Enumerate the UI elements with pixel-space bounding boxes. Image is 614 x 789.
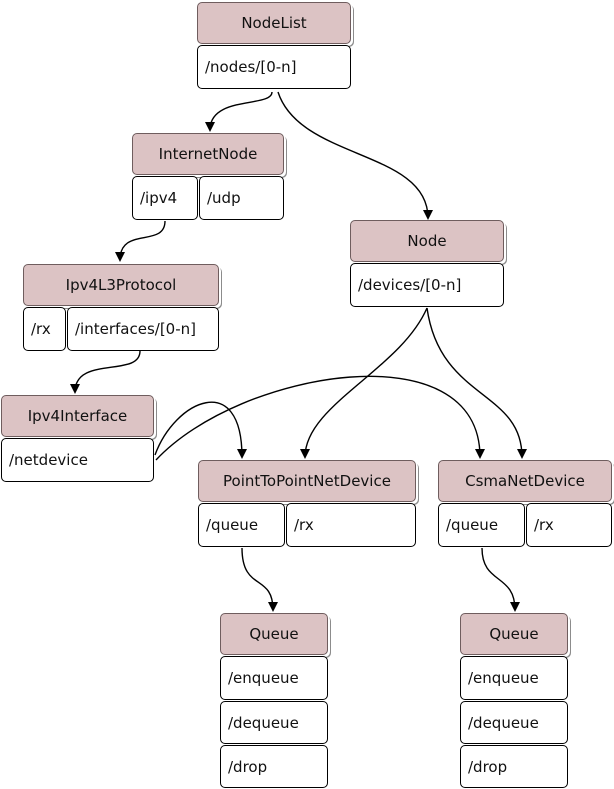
queue-right-enqueue-attr: /enqueue [460,656,568,700]
edge-devices-to-csma [426,307,527,459]
edge-ipv4-to-ipv4l3protocol [115,220,166,262]
csma-rx-attr: /rx [526,503,612,547]
queue-left-enqueue-attr: /enqueue [220,656,328,700]
nodelist-nodes-attr: /nodes/[0-n] [197,45,351,89]
queue-right-header: Queue [460,613,568,655]
edge-p2p-queue-to-queue [241,547,278,612]
queue-left-dequeue-attr: /dequeue [220,701,328,744]
internetnode-ipv4-attr: /ipv4 [132,176,198,220]
queue-right-dequeue-attr: /dequeue [460,701,568,744]
queue-left-drop-attr: /drop [220,745,328,788]
edge-csma-queue-to-queue [481,547,520,612]
edge-nodes-to-internetnode [205,91,273,132]
ipv4interface-header: Ipv4Interface [1,395,154,437]
nodelist-header: NodeList [197,2,351,44]
csma-queue-attr: /queue [438,503,525,547]
internetnode-header: InternetNode [132,133,284,175]
ipv4l3protocol-header: Ipv4L3Protocol [23,264,219,306]
node-header: Node [350,220,504,262]
edge-devices-to-p2p [300,307,428,459]
p2p-rx-attr: /rx [286,503,416,547]
ipv4l3protocol-interfaces-attr: /interfaces/[0-n] [67,307,219,351]
internetnode-udp-attr: /udp [199,176,284,220]
queue-right-drop-attr: /drop [460,745,568,788]
edge-nodes-to-node [277,91,433,220]
queue-left-header: Queue [220,613,328,655]
ipv4l3protocol-rx-attr: /rx [23,307,66,351]
p2p-netdevice-header: PointToPointNetDevice [198,460,416,502]
edge-netdevice-to-p2p [154,401,247,459]
ipv4interface-netdevice-attr: /netdevice [1,438,154,482]
edge-netdevice-to-csma [155,375,485,461]
csma-netdevice-header: CsmaNetDevice [438,460,612,502]
edge-interfaces-to-ipv4interface [70,350,141,394]
node-devices-attr: /devices/[0-n] [350,263,504,307]
p2p-queue-attr: /queue [198,503,285,547]
